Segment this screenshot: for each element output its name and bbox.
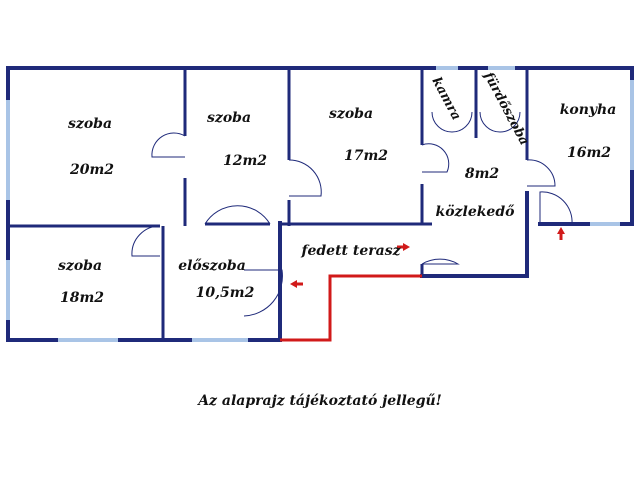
room3-area: 17m2	[344, 148, 388, 164]
arrow-up-icon	[557, 227, 565, 240]
arrow-right-icon	[397, 243, 410, 251]
room1-name: szoba	[68, 116, 112, 132]
room3-name: szoba	[329, 106, 373, 122]
arrow-left-icon	[290, 280, 303, 288]
doors	[131, 111, 573, 317]
corridor-area: 8m2	[465, 166, 500, 182]
kitchen-area: 16m2	[567, 145, 611, 161]
terrace-outline	[280, 274, 422, 342]
hall-name: előszoba	[178, 258, 246, 274]
entrance-arrows	[290, 227, 565, 288]
room1-area: 20m2	[69, 162, 114, 178]
corridor-name: közlekedő	[436, 204, 516, 220]
windows	[6, 66, 634, 342]
room4-name: szoba	[58, 258, 102, 274]
room2-area: 12m2	[223, 153, 267, 169]
room2-name: szoba	[207, 110, 251, 126]
hall-area: 10,5m2	[196, 285, 255, 301]
bathroom-name: fürdőszoba	[480, 69, 532, 148]
kitchen-name: konyha	[560, 102, 617, 118]
interior-walls	[8, 68, 529, 340]
pantry-name: kamra	[428, 75, 463, 123]
room4-area: 18m2	[60, 290, 104, 306]
disclaimer-note: Az alaprajz tájékoztató jellegű!	[198, 393, 442, 409]
terrace-name: fedett terasz	[300, 243, 401, 259]
